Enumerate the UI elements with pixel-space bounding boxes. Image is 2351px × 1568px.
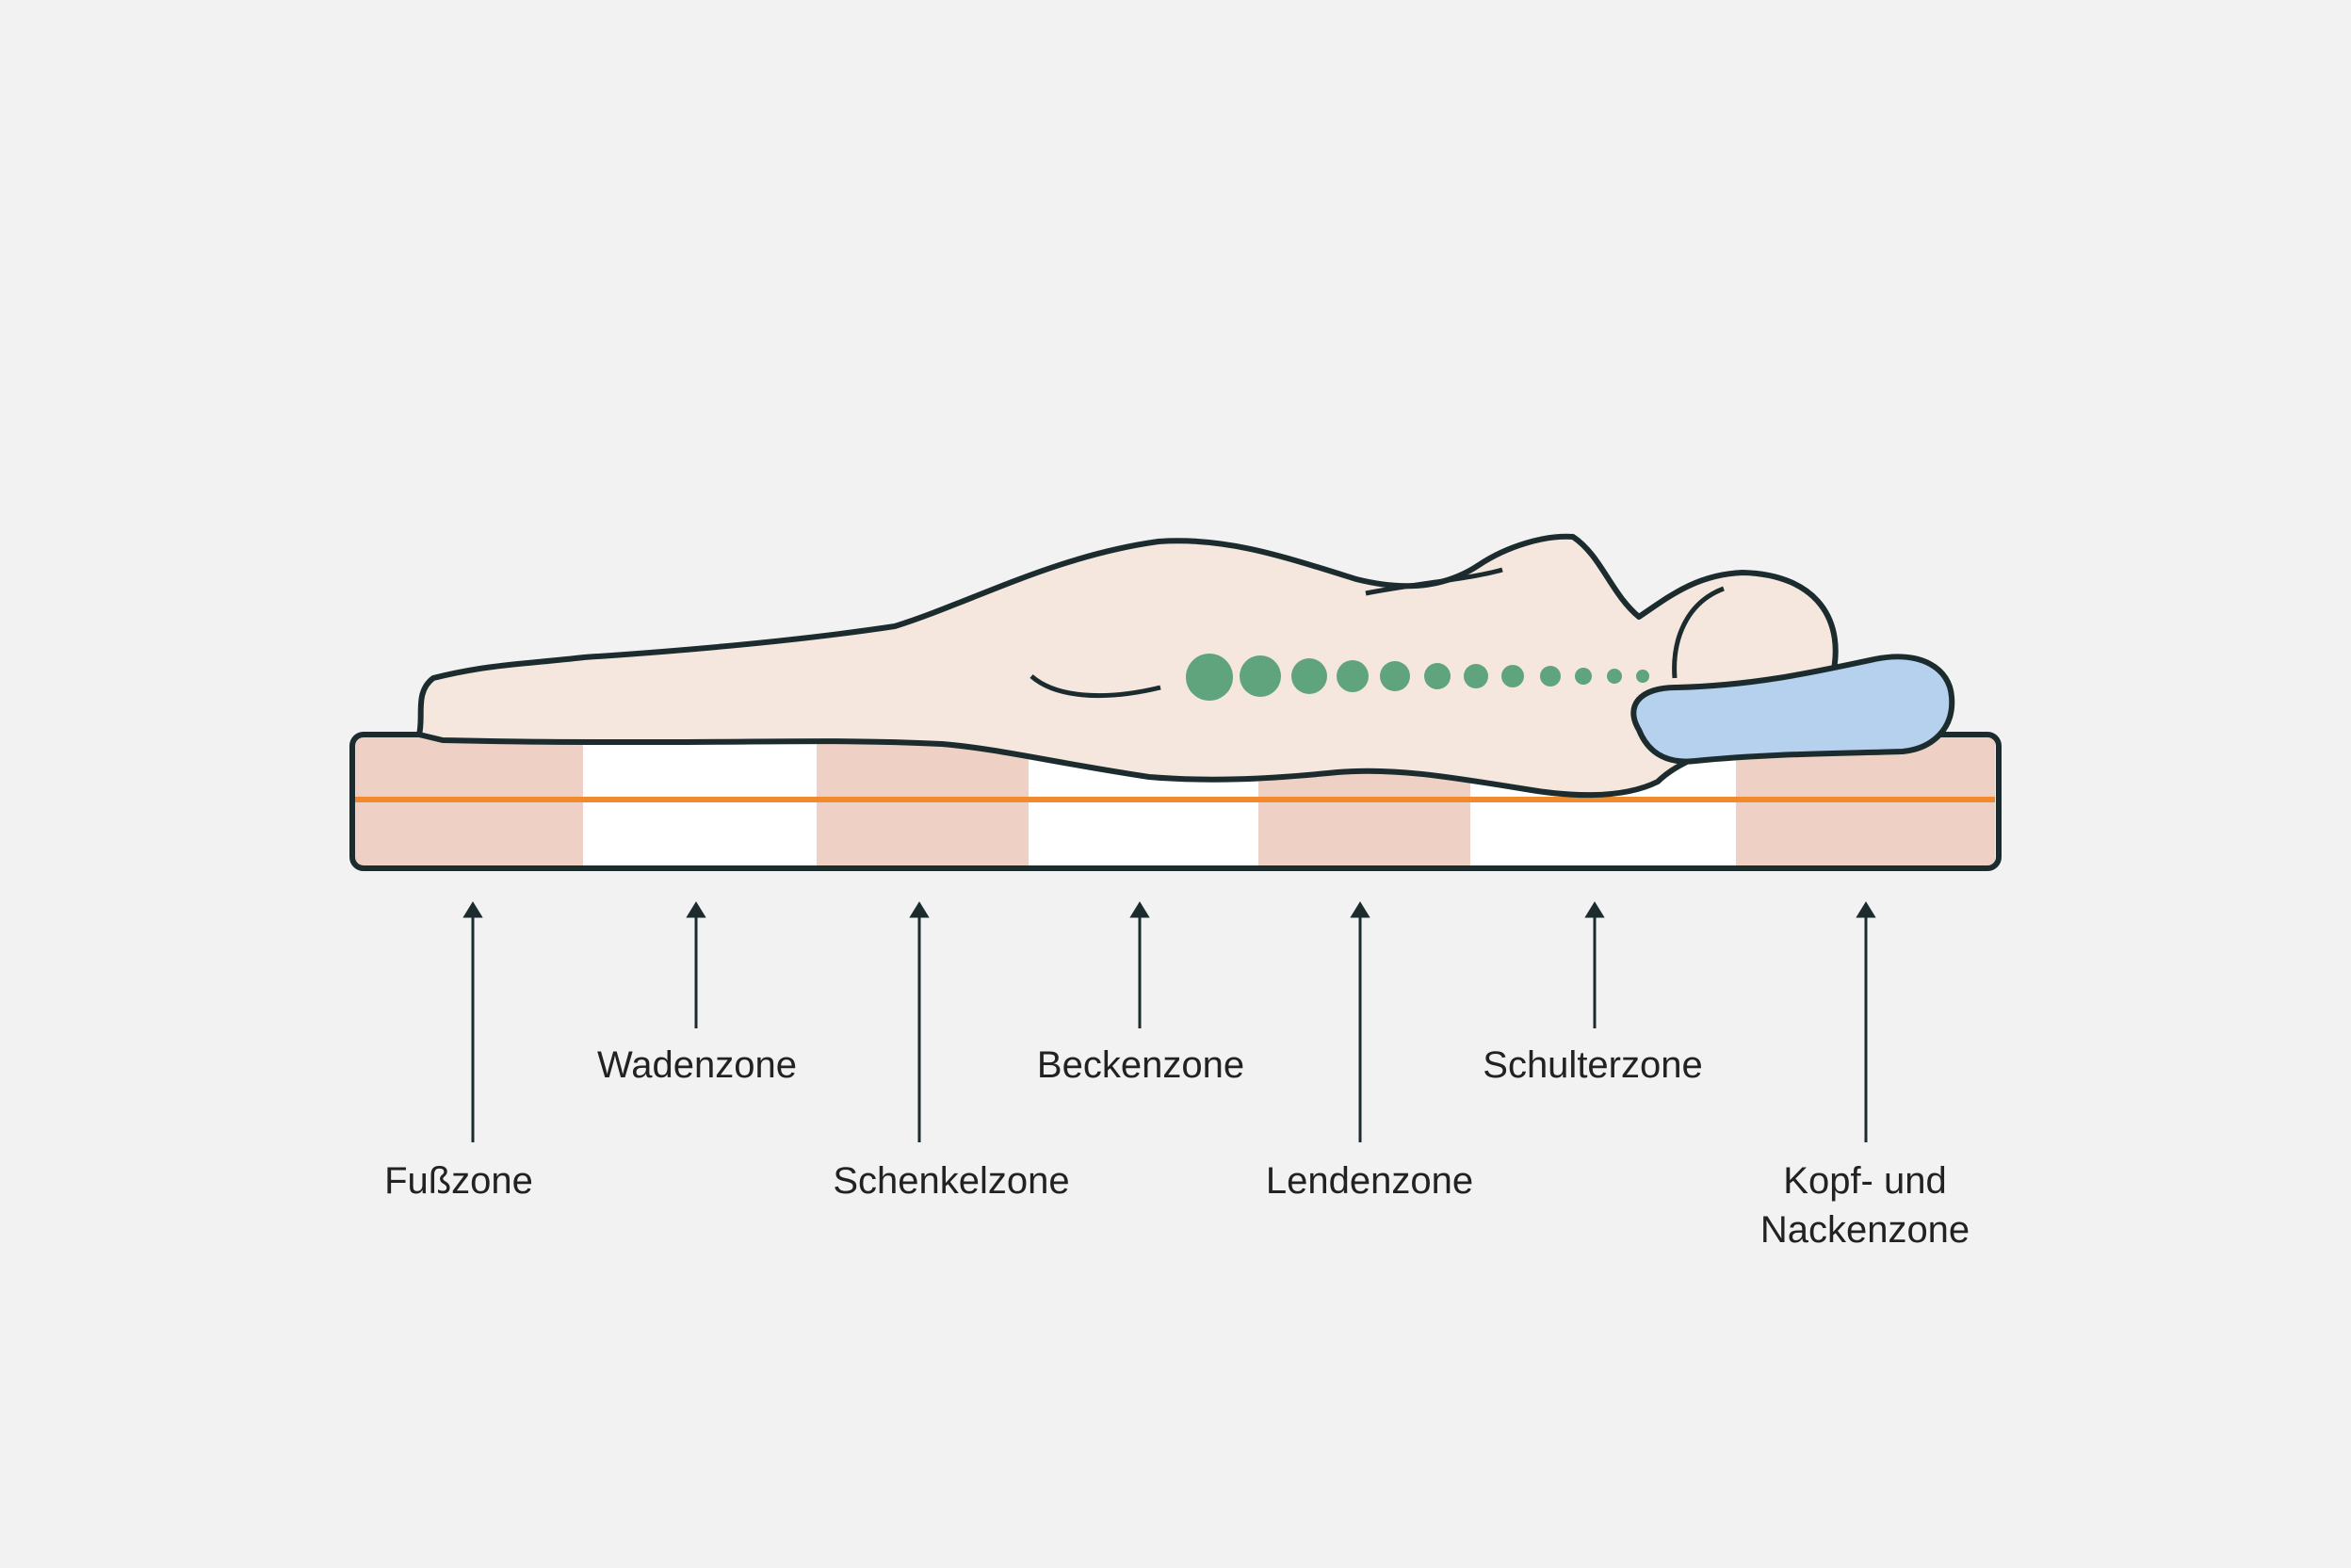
arrows bbox=[462, 901, 1876, 1142]
arrow-schulter bbox=[1584, 901, 1605, 1028]
vertebra bbox=[1540, 666, 1561, 687]
vertebra bbox=[1424, 663, 1451, 689]
vertebra bbox=[1636, 670, 1649, 683]
pillow bbox=[1630, 654, 1955, 765]
zone-label-waden: Wadenzone bbox=[597, 1044, 797, 1086]
vertebra bbox=[1186, 654, 1233, 701]
arrow-lenden bbox=[1350, 901, 1370, 1142]
zone-label-lenden: Lendenzone bbox=[1265, 1160, 1474, 1202]
back-line bbox=[1365, 567, 1503, 596]
spine bbox=[1186, 654, 1649, 701]
arm-line bbox=[1030, 674, 1161, 699]
arrow-waden bbox=[686, 901, 706, 1028]
vertebra bbox=[1240, 655, 1281, 697]
vertebra bbox=[1607, 669, 1622, 684]
vertebra bbox=[1337, 660, 1369, 692]
vertebra bbox=[1501, 665, 1524, 687]
arrow-becken bbox=[1129, 901, 1150, 1028]
vertebra bbox=[1575, 668, 1592, 685]
vertebra bbox=[1380, 661, 1410, 691]
zone-label-schulter: Schulterzone bbox=[1483, 1044, 1703, 1086]
zone-label-becken: Beckenzone bbox=[1036, 1044, 1245, 1086]
zone-label-fuss: Fußzone bbox=[384, 1160, 533, 1202]
arrow-schenkel bbox=[909, 901, 930, 1142]
zone-label-kopf: Kopf- und Nackenzone bbox=[1759, 1160, 1970, 1251]
zone-label-schenkel: Schenkelzone bbox=[833, 1160, 1070, 1202]
arrow-fuss bbox=[462, 901, 483, 1142]
head-line bbox=[1672, 586, 1725, 679]
vertebra bbox=[1291, 658, 1327, 694]
arrow-kopf bbox=[1856, 901, 1876, 1142]
vertebra bbox=[1464, 664, 1488, 688]
body-silhouette bbox=[416, 533, 1839, 799]
